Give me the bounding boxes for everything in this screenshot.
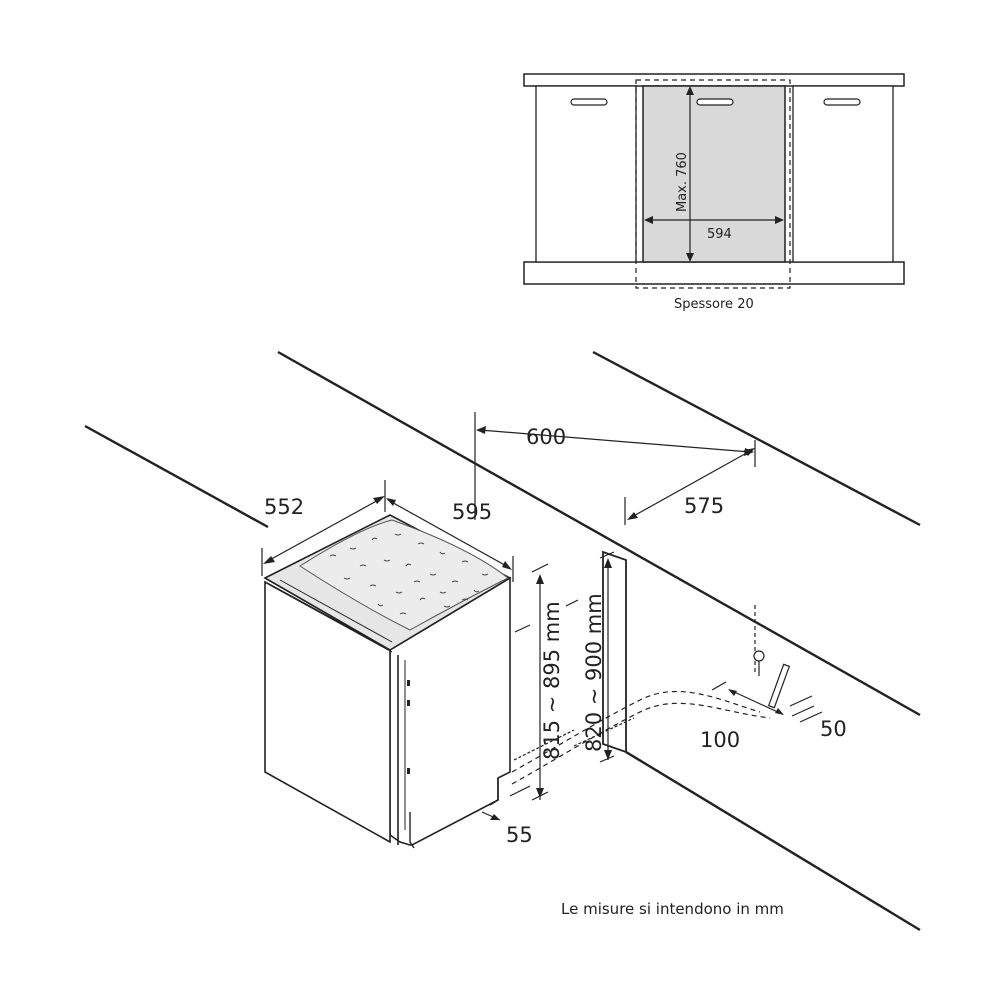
- hoses: [511, 690, 771, 785]
- dim-55-label: 55: [506, 823, 533, 847]
- niche-outline: [635, 79, 791, 289]
- dim-height-815-895: [514, 563, 549, 801]
- top-speckles: [329, 533, 489, 615]
- panel-thickness-label: Spessore 20: [674, 297, 754, 312]
- units-footnote: Le misure si intendono in mm: [561, 900, 784, 918]
- dim-575-label: 575: [684, 494, 724, 518]
- panel-width-label: 594: [707, 227, 732, 242]
- dim-595-label: 595: [452, 500, 492, 524]
- niche-outline-perspective: [84, 350, 921, 932]
- dim-100-label: 100: [700, 728, 740, 752]
- dim-pipe-100: [711, 681, 784, 715]
- dim-552-label: 552: [264, 495, 304, 519]
- dim-600-label: 600: [526, 425, 566, 449]
- left-cabinet-handle: [570, 98, 608, 106]
- dim-50-label: 50: [820, 717, 847, 741]
- right-cabinet: [792, 85, 894, 263]
- decor-panel: [642, 85, 786, 263]
- dim-height-820-900: [565, 551, 615, 763]
- right-cabinet-handle: [823, 98, 861, 106]
- dim-plinth-55: [481, 785, 531, 821]
- dim-niche-depth: [624, 448, 755, 525]
- dim-pipe-50: [789, 695, 823, 723]
- dim-815-895-label: 815 ~ 895 mm: [540, 601, 564, 760]
- dim-dishwasher-width: [386, 498, 514, 582]
- plinth-strip: [523, 261, 905, 285]
- left-cabinet: [535, 85, 637, 263]
- front-view-inset: Max. 760 594 Spessore 20: [523, 73, 905, 312]
- dim-dishwasher-depth: [261, 480, 386, 576]
- dim-820-900-label: 820 ~ 900 mm: [582, 593, 606, 752]
- worktop: [523, 73, 905, 87]
- panel-max-height-label: Max. 760: [675, 152, 690, 212]
- dishwasher: [263, 514, 512, 849]
- decor-panel-handle: [696, 98, 734, 106]
- water-connection: [753, 605, 791, 709]
